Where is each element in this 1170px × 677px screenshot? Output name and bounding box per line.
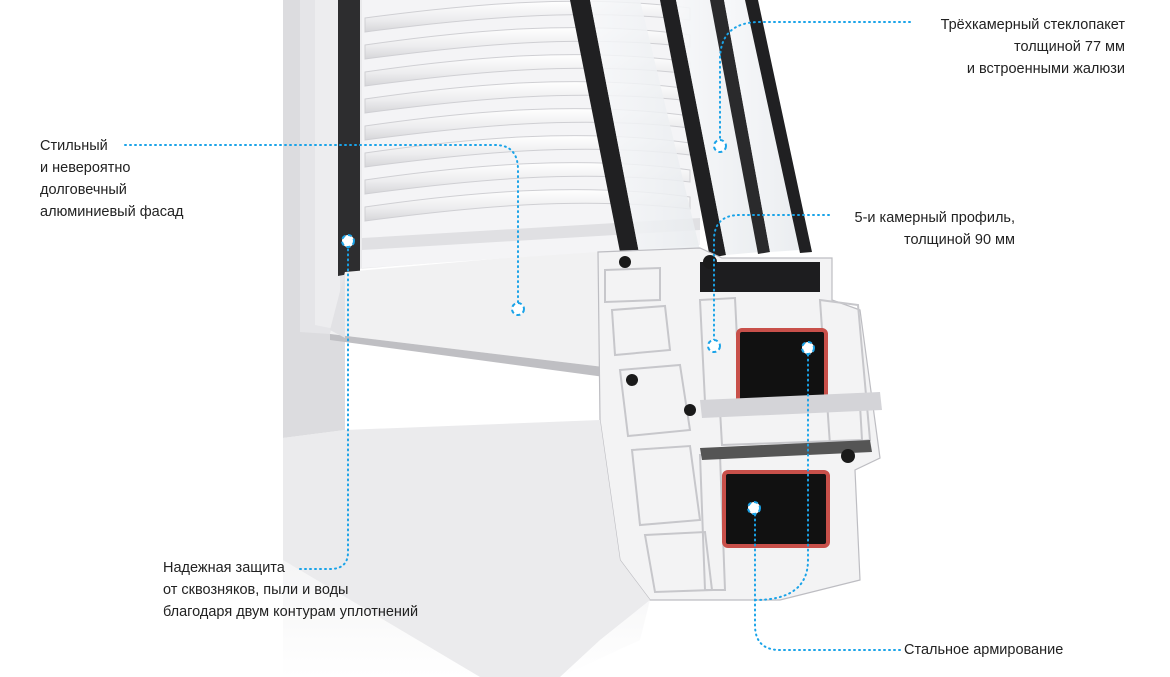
callout-text: 5-и камерный профиль,	[854, 210, 1015, 226]
callout-text: и невероятно	[40, 160, 131, 176]
callout-profile: 5-и камерный профиль, толщиной 90 мм	[855, 207, 1015, 251]
marker-steel-upper	[801, 341, 815, 355]
callout-text: толщиной 90 мм	[903, 232, 1015, 248]
callout-text: Надежная защита	[163, 560, 285, 576]
marker-profile	[707, 339, 721, 353]
callout-text: от сквозняков, пыли и воды	[163, 582, 349, 598]
callout-text: долговечный	[40, 182, 127, 198]
marker-points	[341, 139, 815, 515]
callout-text: толщиной 77 мм	[1013, 39, 1125, 55]
callout-text: Стальное армирование	[904, 642, 1064, 658]
callout-text: и встроенными жалюзи	[966, 61, 1125, 77]
callout-steel-reinforcement: Стальное армирование	[904, 639, 1063, 661]
callout-seal-protection: Надежная защита от сквозняков, пыли и во…	[163, 557, 418, 623]
callout-text: Трёхкамерный стеклопакет	[940, 17, 1125, 33]
callout-triple-glazing: Трёхкамерный стеклопакет толщиной 77 мм …	[941, 14, 1125, 80]
marker-glazing	[713, 139, 727, 153]
leader-lines	[124, 21, 911, 651]
marker-seal	[341, 234, 355, 248]
marker-facade	[511, 302, 525, 316]
marker-steel-lower	[747, 501, 761, 515]
callout-text: алюминиевый фасад	[40, 204, 184, 220]
pvc-profile-section	[283, 247, 882, 677]
callout-aluminium-facade: Стильный и невероятно долговечный алюмин…	[40, 135, 184, 223]
callout-text: Стильный	[40, 138, 108, 154]
callout-text: благодаря двум контурам уплотнений	[163, 604, 419, 620]
